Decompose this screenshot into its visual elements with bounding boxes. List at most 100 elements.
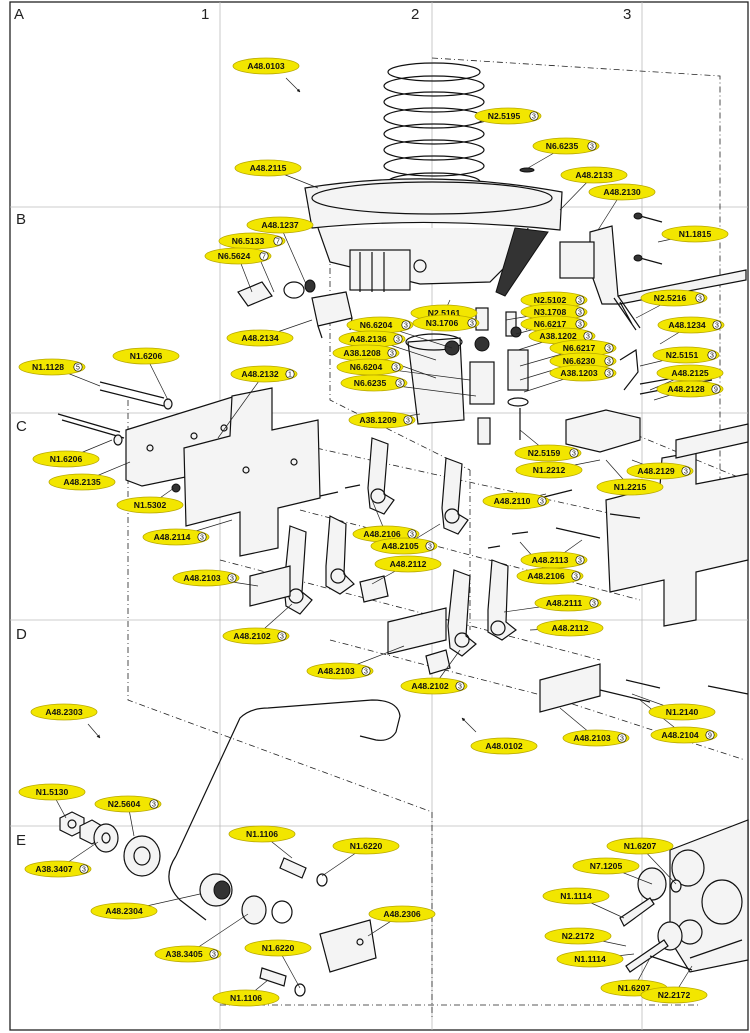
quantity-circle [571,571,581,581]
part-number-tag[interactable]: A48.2130 [588,183,656,201]
part-number-tag[interactable]: N1.2140 [648,703,716,721]
quantity-circle [569,448,579,458]
tag-highlight [368,905,436,923]
part-number-tag[interactable]: N1.1114 [556,950,624,968]
quantity-mark: 1 [288,372,292,379]
quantity-mark: 3 [698,296,702,303]
part-number-tag[interactable]: N1.6220 [244,939,312,957]
part-number-tag[interactable]: A48.2135 [48,473,116,491]
quantity-mark: 3 [590,144,594,151]
quantity-circle [387,348,397,358]
part-number-tag[interactable]: A48.1237 [246,216,314,234]
cylinder-block-drawing [619,819,749,973]
part-number-tag[interactable]: A48.2304 [90,902,158,920]
part-number-tag[interactable]: N1.6206 [112,347,180,365]
part-number-tag[interactable]: N1.2215 [596,478,664,496]
spring-drawing [383,62,485,192]
part-number-tag[interactable]: N1.1106 [212,989,280,1007]
part-number-tag[interactable]: A48.0102 [470,737,538,755]
tag-highlight [154,945,222,963]
part-number-tag[interactable]: A48.2115 [234,159,302,177]
part-number-tag[interactable]: A48.2133 [560,166,628,184]
part-number-tag[interactable]: N2.5102 3 [520,291,588,309]
part-number-tag[interactable]: N1.5302 [116,496,184,514]
part-number-tag[interactable]: A48.2112 [536,619,604,637]
part-number-tag[interactable]: A48.2134 [226,329,294,347]
part-number-tag[interactable]: N1.6206 [32,450,100,468]
part-number-tag[interactable]: A48.2125 [656,364,724,382]
quantity-mark: 3 [578,298,582,305]
part-number-label: N1.1114 [560,891,592,901]
part-number-label: A48.2106 [527,571,564,581]
part-number-tag[interactable]: A48.0103 [232,57,300,75]
part-number-label: N2.5159 [528,448,561,458]
part-number-label: A48.2306 [383,909,420,919]
part-number-tag[interactable]: N1.6207 [606,837,674,855]
part-number-tag[interactable]: N1.1106 [228,825,296,843]
part-number-label: N2.5102 [534,295,567,305]
part-number-tag[interactable]: N1.2212 [515,461,583,479]
quantity-mark: 3 [200,535,204,542]
part-number-tag[interactable]: N1.6220 [332,837,400,855]
part-number-tag[interactable]: N1.5130 [18,783,86,801]
quantity-circle [575,307,585,317]
quantity-mark: 3 [396,337,400,344]
part-number-tag[interactable]: A48.2306 [368,905,436,923]
tag-highlight [18,358,86,376]
part-number-label: A48.2110 [494,496,531,506]
part-number-tag[interactable]: N2.2172 [640,986,708,1004]
leader-line [279,224,307,285]
tag-highlight [332,837,400,855]
tag-highlight [626,462,694,480]
tag-highlight [606,837,674,855]
part-number-tag[interactable]: N2.2172 [544,927,612,945]
quantity-circle [712,320,722,330]
quantity-mark: 3 [578,322,582,329]
quantity-circle [705,730,715,740]
part-number-tag[interactable]: N1.1815 [661,225,729,243]
part-number-tag[interactable]: N7.1205 [572,857,640,875]
part-number-label: A48.0103 [247,61,284,71]
part-number-tag[interactable]: A48.2112 [374,555,442,573]
part-number-tag[interactable]: A48.2303 [30,703,98,721]
part-number-tag[interactable]: N1.1114 [542,887,610,905]
